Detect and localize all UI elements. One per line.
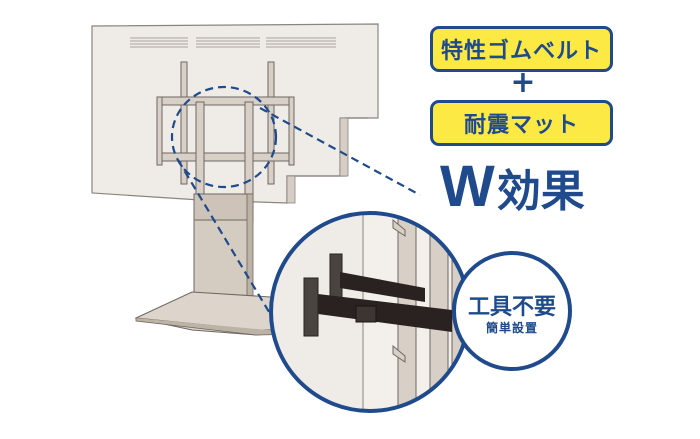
- feature-box-rubber-belt: 特性ゴムベルト: [430, 26, 613, 72]
- easy-install-subtitle: 簡単設置: [485, 321, 538, 335]
- headline-letter: W: [440, 154, 495, 219]
- feature-box-seismic-mat: 耐震マット: [430, 100, 613, 146]
- magnified-detail: [271, 213, 469, 411]
- tv-panel: [91, 23, 379, 204]
- tool-free-title: 工具不要: [467, 295, 556, 320]
- callout-lines: [170, 85, 421, 323]
- plus-sign: +: [510, 65, 536, 100]
- headline-text: 効果: [496, 166, 585, 217]
- double-effect-headline: W効果: [440, 153, 585, 220]
- tool-free-badge: 工具不要 簡単設置: [452, 251, 572, 371]
- stand-base: [134, 291, 313, 336]
- mounting-frame: [156, 61, 295, 223]
